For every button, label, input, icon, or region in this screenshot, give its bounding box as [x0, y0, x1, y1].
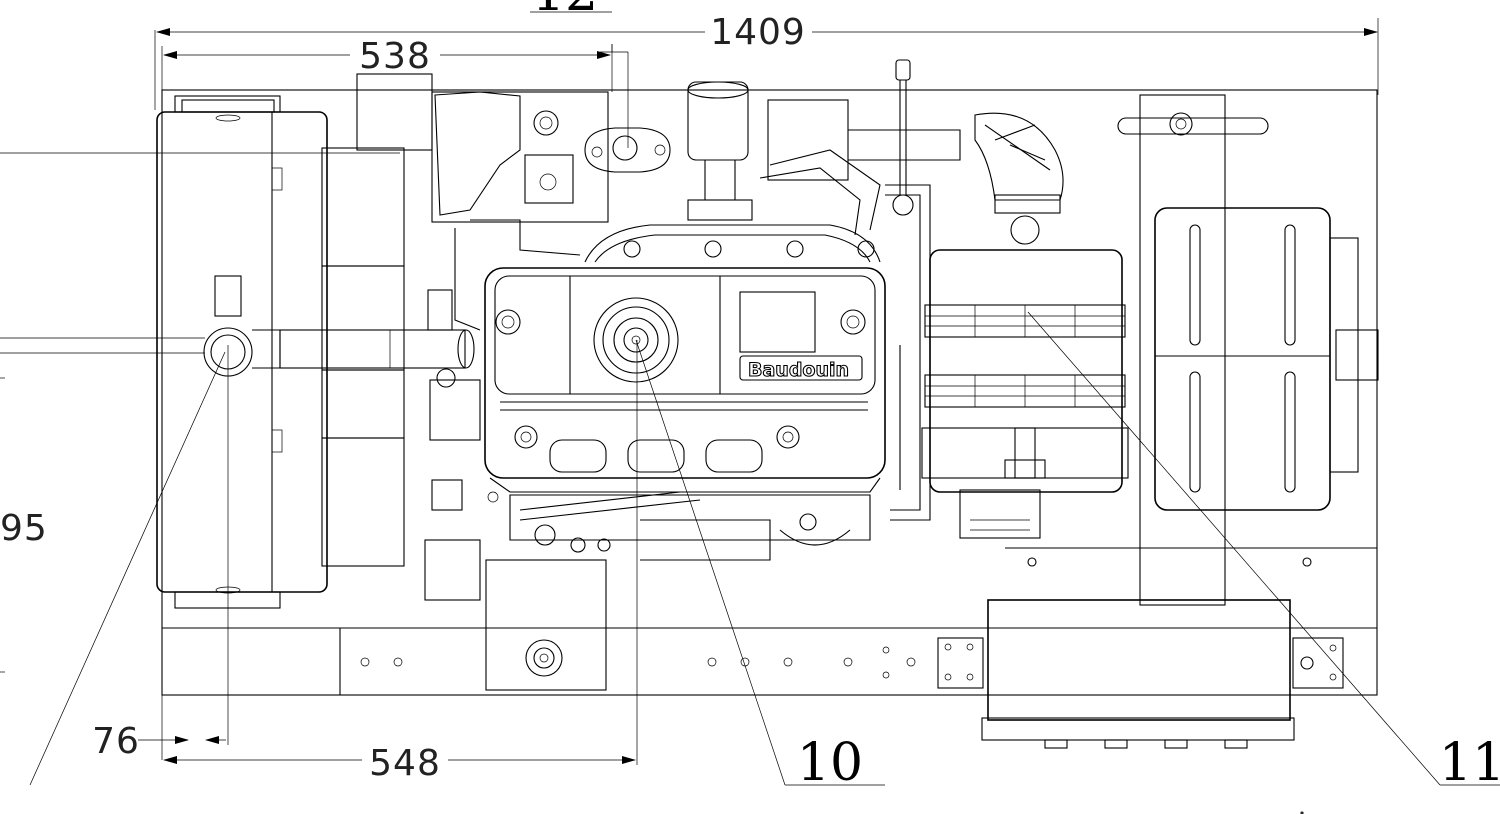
- callout-10: 10: [797, 733, 863, 793]
- alternator: [1005, 94, 1379, 606]
- dim-side-partial: 95: [0, 508, 48, 549]
- brand-label: Baudouin: [748, 359, 849, 381]
- turbo-assembly: [584, 59, 1064, 521]
- control-box: [981, 599, 1295, 749]
- radiator: [156, 73, 475, 609]
- callout-12: 12: [532, 0, 598, 23]
- dim-bottom-offset: 548: [369, 743, 441, 784]
- engine-front-accessories: [424, 91, 609, 691]
- dim-left-offset: 76: [92, 721, 140, 762]
- engine-lower-details: [487, 491, 871, 561]
- dimension-labels: 1409 538 548 76 95: [0, 12, 806, 784]
- valve-cover: Baudouin: [484, 267, 901, 493]
- dim-top-offset: 538: [359, 36, 431, 77]
- dim-overall-length: 1409: [710, 12, 806, 53]
- callout-11: 11: [1439, 733, 1500, 793]
- mounting-foot: [1300, 811, 1304, 814]
- callout-labels: 12 10 11: [532, 0, 1500, 793]
- base-frame: [161, 89, 1378, 696]
- callout-leaders: [29, 11, 1500, 786]
- air-filter: [921, 249, 1129, 539]
